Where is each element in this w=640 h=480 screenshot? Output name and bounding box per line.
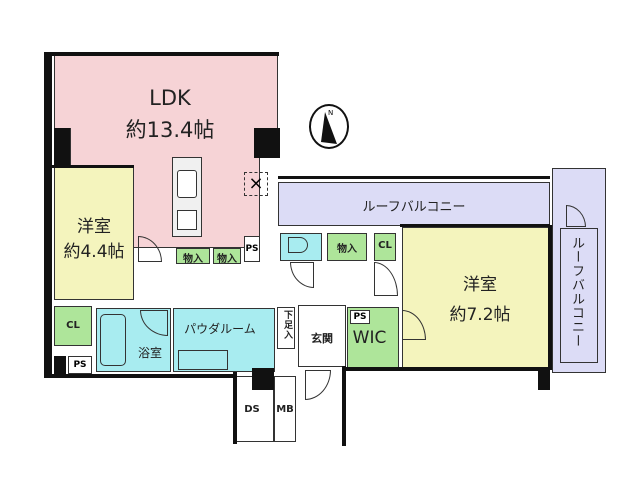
storage-1-label: 物入: [183, 254, 203, 265]
wall: [278, 176, 550, 179]
powder-room: [173, 308, 275, 372]
western-room-4-4-size: 約4.4帖: [63, 242, 125, 262]
roof-balcony-top-label: ルーフバルコニー: [362, 200, 466, 215]
ds-label: DS: [244, 404, 260, 415]
wall: [254, 128, 280, 158]
western-room-7-2-size: 約7.2帖: [449, 305, 511, 325]
shoe-closet-label: 下足入: [282, 310, 292, 340]
cl-east-label: CL: [378, 240, 392, 251]
storage-3-label: 物入: [337, 244, 357, 255]
door-swing: [374, 262, 398, 296]
shoe-closet: [277, 307, 295, 349]
wall: [44, 52, 279, 56]
storage-3: [327, 233, 367, 261]
wall: [400, 224, 550, 227]
western-room-7-2: [402, 227, 550, 369]
western-room-4-4-name: 洋室: [77, 217, 111, 237]
roof-balcony-top: [278, 182, 550, 226]
bathtub-icon: [100, 314, 126, 366]
ldk-size: 約13.4帖: [125, 118, 215, 142]
entrance: [298, 305, 346, 367]
mb: [274, 376, 296, 442]
roof-balcony-right-label: ルーフバルコニー: [569, 236, 584, 348]
storage-2: [213, 248, 241, 264]
mb-label: MB: [276, 404, 294, 415]
ps-2: PS: [68, 356, 92, 374]
ventilation-icon: ⨯: [244, 172, 268, 196]
hallway: [134, 268, 374, 308]
entrance-label: 玄関: [311, 332, 333, 345]
cl-west-label: CL: [66, 320, 80, 331]
wall: [342, 366, 346, 446]
wall: [346, 367, 550, 371]
north-arrow-icon: [321, 112, 337, 144]
wall: [54, 356, 66, 376]
wall: [44, 52, 52, 378]
compass-north-label: N: [328, 109, 334, 117]
wall: [233, 372, 237, 444]
wall: [538, 368, 550, 390]
sink-icon: [177, 170, 197, 198]
ps-1: PS: [244, 236, 260, 262]
roof-balcony-right-inner: [560, 228, 598, 363]
wall: [54, 128, 70, 166]
front-door-swing: [305, 370, 331, 400]
storage-1: [176, 248, 210, 264]
stove-icon: [177, 210, 197, 230]
compass: N: [309, 104, 349, 149]
powder-room-label: パウダルーム: [184, 322, 256, 336]
wall: [548, 225, 552, 370]
western-room-7-2-name: 洋室: [463, 275, 497, 295]
bathroom-label: 浴室: [137, 346, 162, 360]
wic-label: WIC: [352, 328, 387, 348]
wall: [252, 368, 274, 390]
storage-2-label: 物入: [217, 254, 237, 265]
toilet-icon: [288, 237, 308, 253]
cl-west: [54, 306, 92, 346]
ps-3: PS: [350, 310, 370, 324]
wall: [52, 165, 134, 168]
western-room-4-4: [54, 167, 134, 300]
ldk-name: LDK: [149, 86, 191, 110]
washbasin: [178, 350, 228, 370]
cl-east: [374, 233, 396, 261]
wall: [44, 374, 234, 378]
